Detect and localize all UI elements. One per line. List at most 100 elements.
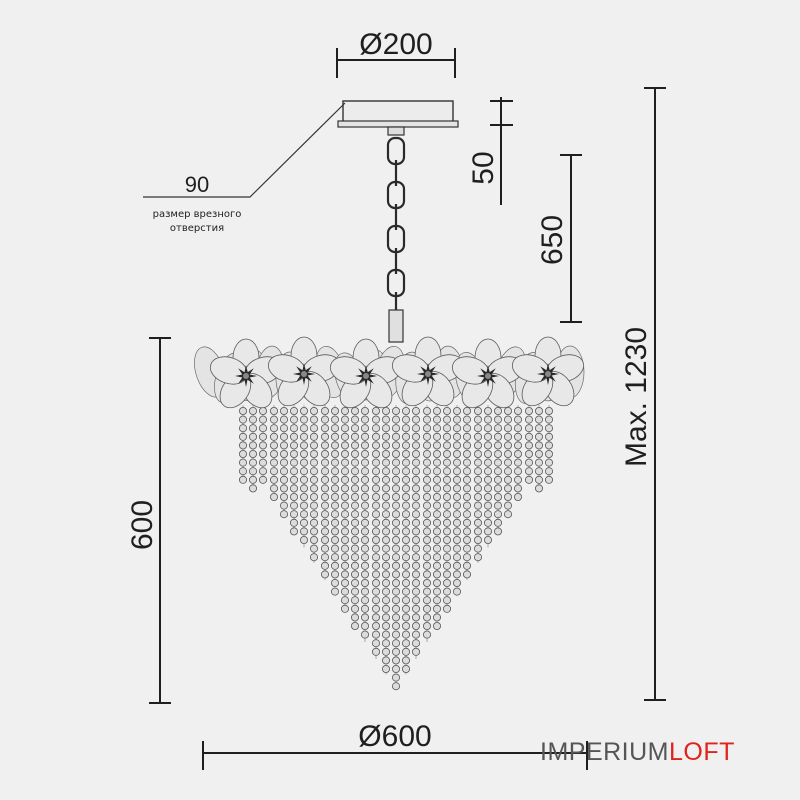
crystal-bead xyxy=(483,441,492,450)
crystal-bead xyxy=(371,561,380,570)
crystal-bead xyxy=(391,553,400,562)
bead-strand xyxy=(279,405,288,519)
crystal-bead xyxy=(371,492,380,501)
crystal-bead xyxy=(452,570,461,579)
crystal-bead xyxy=(525,432,534,441)
crystal-bead xyxy=(320,561,329,570)
crystal-bead xyxy=(350,544,359,553)
crystal-bead xyxy=(340,484,349,493)
crystal-bead xyxy=(309,492,318,501)
crystal-bead xyxy=(330,441,339,450)
max-height-dimension: Max. 1230 xyxy=(620,87,666,701)
crystal-bead xyxy=(473,406,482,415)
crystal-bead xyxy=(432,613,441,622)
crystal-bead xyxy=(411,441,420,450)
crystal-bead xyxy=(525,406,534,415)
crystal-bead xyxy=(330,553,339,562)
crystal-bead xyxy=(350,484,359,493)
bead-strand xyxy=(432,405,441,631)
crystal-bead xyxy=(279,467,288,476)
crystal-bead xyxy=(269,415,278,424)
cutout-note-line2: отверстия xyxy=(170,223,224,234)
crystal-bead xyxy=(411,424,420,433)
crystal-bead xyxy=(422,518,431,527)
crystal-bead xyxy=(269,449,278,458)
crystal-bead xyxy=(360,441,369,450)
crystal-bead xyxy=(360,536,369,545)
crystal-bead xyxy=(473,527,482,536)
crystal-bead xyxy=(309,510,318,519)
crystal-bead xyxy=(483,536,492,545)
flower-center-gem xyxy=(243,373,249,379)
crystal-bead xyxy=(238,406,247,415)
crystal-bead xyxy=(381,484,390,493)
crystal-bead xyxy=(545,458,554,467)
crystal-bead xyxy=(299,484,308,493)
crystal-bead xyxy=(381,441,390,450)
crystal-bead xyxy=(309,458,318,467)
crystal-bead xyxy=(360,622,369,631)
crystal-bead xyxy=(432,441,441,450)
crystal-bead xyxy=(473,510,482,519)
crystal-bead xyxy=(340,536,349,545)
crystal-bead xyxy=(545,441,554,450)
crystal-bead xyxy=(493,492,502,501)
crystal-bead xyxy=(371,596,380,605)
crystal-bead xyxy=(514,467,523,476)
crystal-bead xyxy=(432,501,441,510)
crystal-bead xyxy=(452,467,461,476)
crystal-bead xyxy=(309,536,318,545)
flower-center-gem xyxy=(485,373,491,379)
crystal-bead xyxy=(411,596,420,605)
crystal-bead xyxy=(452,415,461,424)
crystal-bead xyxy=(473,432,482,441)
brand-name-part2: LOFT xyxy=(669,738,735,766)
crystal-bead xyxy=(462,501,471,510)
crystal-bead xyxy=(525,415,534,424)
bead-strand xyxy=(535,405,544,493)
crystal-bead xyxy=(371,553,380,562)
crystal-bead xyxy=(360,432,369,441)
crystal-bead xyxy=(503,441,512,450)
crystal-bead xyxy=(411,570,420,579)
crystal-bead xyxy=(422,467,431,476)
bead-strand xyxy=(401,405,410,675)
crystal-bead xyxy=(248,424,257,433)
crystal-bead xyxy=(350,501,359,510)
crystal-bead xyxy=(535,484,544,493)
crystal-bead xyxy=(432,604,441,613)
crystal-bead xyxy=(371,458,380,467)
crystal-bead xyxy=(381,656,390,665)
crystal-bead xyxy=(473,518,482,527)
bead-strand xyxy=(483,405,492,548)
crystal-bead xyxy=(432,579,441,588)
body-diameter-dimension: Ø600 xyxy=(202,720,588,770)
crystal-bead xyxy=(289,484,298,493)
cutout-value-label: 90 xyxy=(185,172,209,197)
crystal-bead xyxy=(309,518,318,527)
crystal-bead xyxy=(381,510,390,519)
crystal-bead xyxy=(330,432,339,441)
crystal-bead xyxy=(483,510,492,519)
crystal-bead xyxy=(462,432,471,441)
crystal-bead xyxy=(442,467,451,476)
crystal-bead xyxy=(545,415,554,424)
crystal-bead xyxy=(391,467,400,476)
crystal-bead xyxy=(279,415,288,424)
crystal-bead xyxy=(422,570,431,579)
crystal-bead xyxy=(473,484,482,493)
bead-strand xyxy=(442,405,451,613)
crystal-bead xyxy=(422,536,431,545)
crystal-bead xyxy=(432,570,441,579)
crystal-bead xyxy=(545,406,554,415)
crystal-bead xyxy=(238,449,247,458)
crystal-bead xyxy=(535,406,544,415)
crystal-flower xyxy=(451,338,525,409)
crystal-bead xyxy=(483,484,492,493)
crystal-bead xyxy=(462,484,471,493)
crystal-bead xyxy=(535,424,544,433)
crystal-bead xyxy=(401,441,410,450)
crystal-bead xyxy=(381,544,390,553)
crystal-flower xyxy=(329,338,403,409)
crystal-bead xyxy=(340,604,349,613)
